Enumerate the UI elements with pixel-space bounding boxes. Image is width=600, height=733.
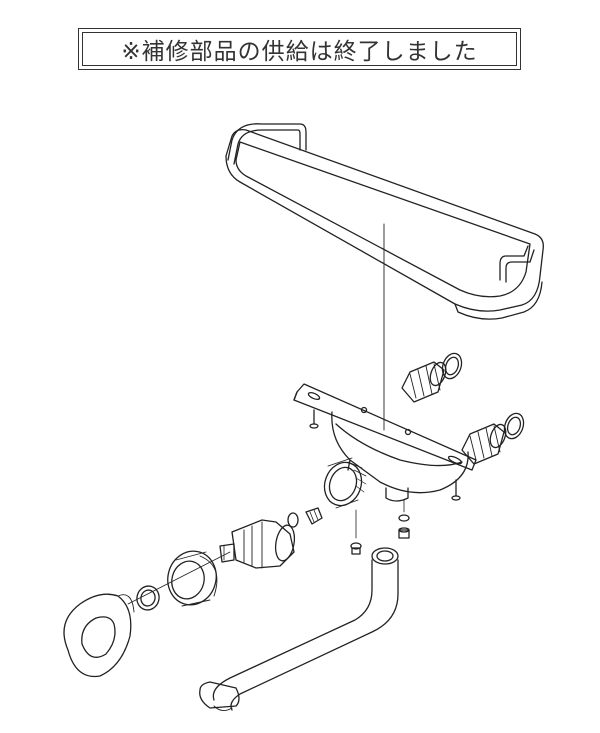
discontinued-notice-text: ※補修部品の供給は終了しました [121,39,478,65]
mounting-bracket [293,383,477,471]
mounting-screw-left [309,409,319,429]
spout [199,547,399,711]
handle-alignment-line [127,551,231,605]
check-valve-upper [401,352,463,403]
small-nut-pair [350,499,410,555]
discontinued-notice-box: ※補修部品の供給は終了しました [78,28,521,70]
check-valve-lower [461,412,525,465]
cartridge-fittings [287,507,323,528]
notice-inner-border: ※補修部品の供給は終了しました [82,32,517,66]
mixer-body [331,411,469,502]
body-thread-nut [323,457,367,509]
shelf [225,123,544,320]
o-ring [136,585,160,611]
handle-cap-ring [167,550,218,607]
lever-handle [63,593,135,678]
mixing-cartridge [219,519,296,569]
mounting-screw-right [451,479,461,501]
